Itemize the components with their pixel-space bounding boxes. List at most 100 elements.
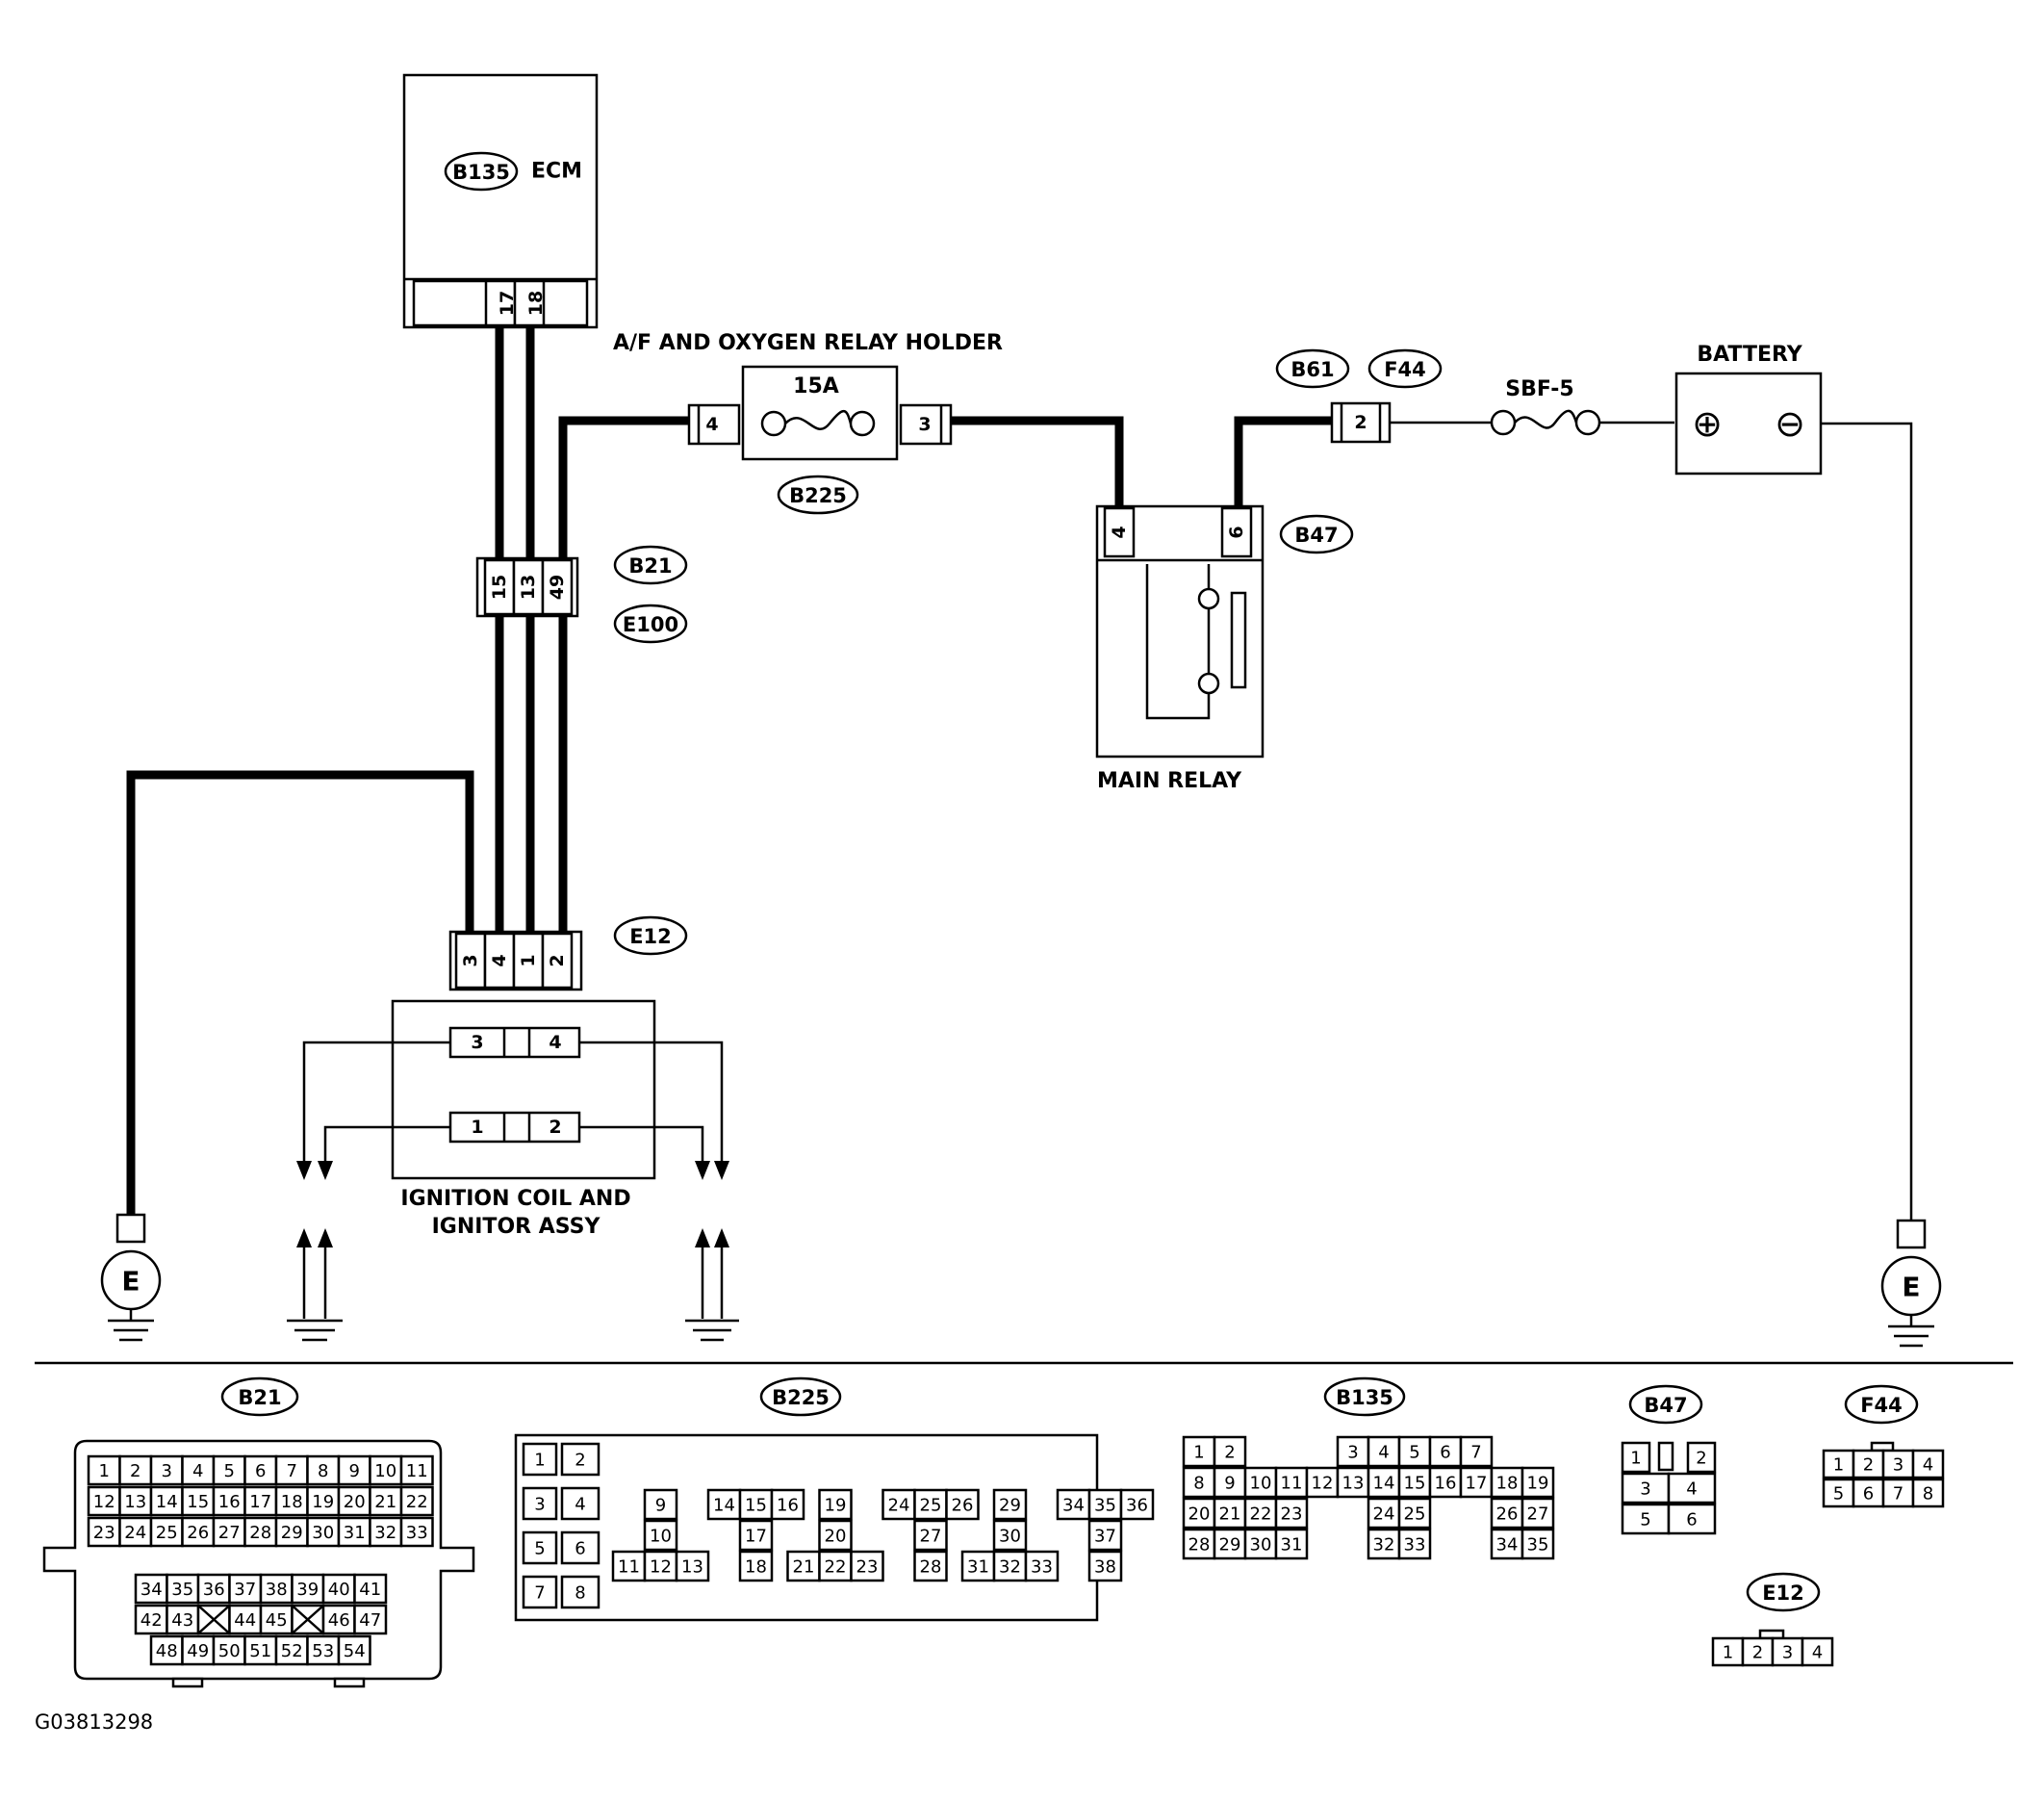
b21-pin: 26 xyxy=(181,1516,216,1548)
b47-pin: 2 xyxy=(1686,1441,1717,1474)
b225-pin: 36 xyxy=(1119,1488,1155,1521)
pin-number: 32 xyxy=(1373,1535,1395,1556)
pin-number: 37 xyxy=(1094,1527,1116,1547)
b225-pin: 5 xyxy=(522,1530,558,1565)
b225-pin: 10 xyxy=(643,1519,678,1552)
svg-text:E: E xyxy=(121,1266,140,1298)
pin-number: 6 xyxy=(1440,1443,1450,1463)
b225-pin: 9 xyxy=(643,1488,678,1521)
b21-pin: 35 xyxy=(166,1573,200,1605)
b135-pin: 30 xyxy=(1243,1528,1278,1560)
main-relay: 4 6 MAIN RELAY B47 xyxy=(1095,504,1354,793)
pin-number: 50 xyxy=(218,1641,241,1661)
pin-number: 31 xyxy=(344,1523,366,1543)
b47-tag xyxy=(1279,514,1354,554)
pin-number: 26 xyxy=(1496,1504,1519,1525)
pin-number: 1 xyxy=(99,1461,110,1481)
wire-battery-ground xyxy=(1821,422,1913,1221)
pin-number: 1 xyxy=(1723,1643,1733,1663)
battery-positive-icon: ⊕ xyxy=(1692,402,1723,445)
pin-number: 1 xyxy=(1193,1443,1204,1463)
b21-pin: 41 xyxy=(353,1573,388,1605)
pin-number: 34 xyxy=(1496,1535,1519,1556)
b21-pin: 13 xyxy=(118,1485,153,1517)
pin-number: 2 xyxy=(575,1451,585,1471)
pin-number: 1 xyxy=(534,1451,545,1471)
b225-pin: 2 xyxy=(560,1442,600,1477)
wire-relay-to-f44 xyxy=(1234,416,1332,508)
b47-view-label: B47 xyxy=(1644,1394,1687,1417)
blocked-pin-icon xyxy=(197,1605,231,1634)
b21-pin: 18 xyxy=(274,1485,309,1517)
pin-number: 4 xyxy=(1812,1643,1823,1663)
b225-pin: 33 xyxy=(1024,1550,1060,1582)
pin-number: 41 xyxy=(359,1580,381,1600)
b225-pin: 7 xyxy=(522,1575,558,1609)
b225-view-label: B225 xyxy=(772,1386,830,1409)
b225-pin: 28 xyxy=(913,1550,948,1582)
b135-pin: 21 xyxy=(1213,1497,1247,1530)
pin-number: 51 xyxy=(249,1641,271,1661)
pin-number: 34 xyxy=(141,1580,163,1600)
pin-number: 36 xyxy=(203,1580,225,1600)
b135-pin: 6 xyxy=(1428,1435,1463,1468)
relay-coil xyxy=(1230,591,1247,689)
pin-number: 32 xyxy=(999,1557,1021,1578)
b21-pin: 49 xyxy=(181,1634,216,1666)
f44-pin: 2 xyxy=(1852,1449,1885,1479)
b21-pin: 20 xyxy=(337,1485,371,1517)
pin-number: 5 xyxy=(1409,1443,1419,1463)
b21-view-label: B21 xyxy=(238,1386,281,1409)
f44-pin: 1 xyxy=(1822,1449,1855,1479)
b225-pin: 29 xyxy=(992,1488,1028,1521)
f44-tag-label: F44 xyxy=(1384,358,1426,381)
pin-number: 17 xyxy=(249,1492,271,1512)
e100-tag xyxy=(613,604,688,644)
pin-number: 4 xyxy=(575,1495,585,1515)
ecm-pin-17: 17 xyxy=(497,291,518,316)
pin-number: 3 xyxy=(162,1461,172,1481)
pin-number: 39 xyxy=(296,1580,319,1600)
pin-number: 18 xyxy=(281,1492,303,1512)
pin-number: 22 xyxy=(406,1492,428,1512)
b135-pin: 15 xyxy=(1397,1466,1432,1499)
b135-pin: 34 xyxy=(1490,1528,1524,1560)
svg-text:4: 4 xyxy=(705,414,718,435)
pin-number: 21 xyxy=(793,1557,815,1578)
b225-pin: 18 xyxy=(738,1550,774,1582)
f44-view-label: F44 xyxy=(1860,1394,1903,1417)
b135-pin: 22 xyxy=(1243,1497,1278,1530)
b135-view-label: B135 xyxy=(1336,1386,1393,1409)
b135-pin: 28 xyxy=(1182,1528,1216,1560)
pin-number: 8 xyxy=(1923,1484,1933,1504)
pin-number: 4 xyxy=(1923,1455,1933,1476)
b225-pin: 32 xyxy=(992,1550,1028,1582)
pin-number: 25 xyxy=(1404,1504,1426,1525)
e12-connector: 3 4 1 2 E12 xyxy=(448,915,688,991)
b21-pin: 2 xyxy=(118,1454,153,1486)
b225-pin: 20 xyxy=(818,1519,853,1552)
pin-number: 21 xyxy=(374,1492,396,1512)
b21-tag xyxy=(613,545,688,585)
pin-number: 15 xyxy=(745,1496,767,1516)
b135-pin: 11 xyxy=(1274,1466,1309,1499)
b225-pin: 11 xyxy=(611,1550,647,1582)
b21-pin: 6 xyxy=(243,1454,278,1486)
f44-pin: 7 xyxy=(1881,1478,1915,1508)
relay-holder-label: A/F AND OXYGEN RELAY HOLDER xyxy=(613,331,1003,355)
battery: BATTERY ⊕ ⊖ xyxy=(1674,343,1823,476)
pin-number: 20 xyxy=(344,1492,366,1512)
e12-tag xyxy=(613,915,688,956)
pin-number: 22 xyxy=(1250,1504,1272,1525)
e12-pin: 1 xyxy=(1711,1636,1745,1667)
pin-number: 38 xyxy=(266,1580,288,1600)
e12-pin-3: 3 xyxy=(460,954,481,966)
pin-number: 28 xyxy=(920,1557,942,1578)
pin-number: 30 xyxy=(1250,1535,1272,1556)
b61-tag-label: B61 xyxy=(1290,358,1334,381)
e12-pin: 4 xyxy=(1801,1636,1834,1667)
pin-number: 44 xyxy=(234,1610,256,1631)
b225-pin: 27 xyxy=(913,1519,948,1552)
fuse-terminal-4 xyxy=(687,403,741,446)
b21-pin: 53 xyxy=(306,1634,341,1666)
